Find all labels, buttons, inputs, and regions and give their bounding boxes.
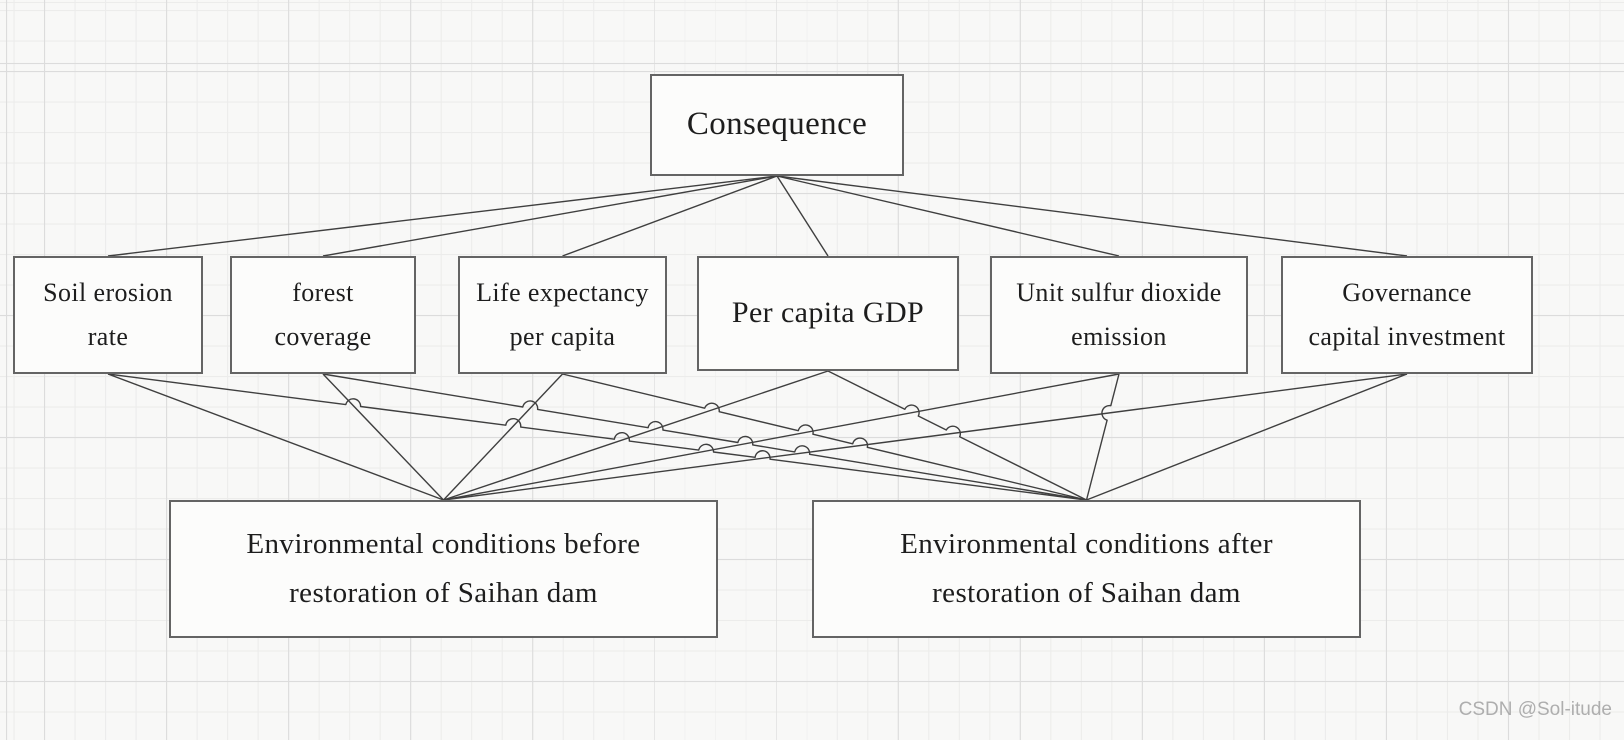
diagram-node-consequence: Consequence xyxy=(650,74,904,176)
diagram-node-forest: forest coverage xyxy=(230,256,416,374)
diagram-node-governance: Governance capital investment xyxy=(1281,256,1533,374)
edge-soil-after xyxy=(107,373,1087,501)
diagram-node-after: Environmental conditions after restoratio… xyxy=(812,500,1361,638)
edge-forest-before xyxy=(322,373,445,501)
diagram-node-before: Environmental conditions before restorati… xyxy=(169,500,718,638)
node-label-line: coverage xyxy=(274,322,372,351)
edge-life-after xyxy=(562,373,1087,501)
edge-life-before xyxy=(442,373,564,501)
edge-consequence-forest xyxy=(322,175,778,257)
node-label-line: Environmental conditions after xyxy=(900,528,1273,561)
node-label-line: Per capita GDP xyxy=(731,296,925,330)
diagram-node-life: Life expectancy per capita xyxy=(458,256,667,374)
edge-gdp-before xyxy=(443,370,829,501)
edge-consequence-soil xyxy=(107,175,778,257)
node-label-line: Unit sulfur dioxide xyxy=(1016,278,1222,308)
node-label-line: Soil erosion xyxy=(43,278,173,308)
node-label-line: restoration of Saihan dam xyxy=(932,577,1241,609)
edge-so2-before xyxy=(443,373,1120,501)
watermark: CSDN @Sol-itude xyxy=(1458,699,1612,720)
edge-consequence-gdp xyxy=(776,175,829,257)
node-label-line: per capita xyxy=(509,322,616,351)
node-label-line: Governance xyxy=(1342,278,1472,308)
node-label-line: Consequence xyxy=(686,106,868,143)
edge-governance-before xyxy=(443,373,1408,501)
node-label-line: capital investment xyxy=(1308,322,1506,351)
edge-gdp-after xyxy=(827,370,1087,501)
edge-soil-before xyxy=(107,373,444,501)
edge-forest-after xyxy=(322,373,1087,501)
edge-consequence-governance xyxy=(776,175,1408,257)
diagram-node-gdp: Per capita GDP xyxy=(697,256,959,371)
node-label-line: Environmental conditions before xyxy=(246,528,641,561)
node-label-line: restoration of Saihan dam xyxy=(289,577,598,609)
diagram-node-soil: Soil erosion rate xyxy=(13,256,203,374)
edge-so2-after xyxy=(1085,373,1120,501)
edge-governance-after xyxy=(1086,373,1408,501)
node-label-line: rate xyxy=(87,322,129,351)
node-label-line: forest xyxy=(292,278,354,308)
edge-consequence-so2 xyxy=(776,175,1120,257)
edge-consequence-life xyxy=(562,175,778,257)
node-label-line: Life expectancy xyxy=(476,278,649,308)
node-label-line: emission xyxy=(1071,322,1167,351)
diagram-node-so2: Unit sulfur dioxide emission xyxy=(990,256,1248,374)
